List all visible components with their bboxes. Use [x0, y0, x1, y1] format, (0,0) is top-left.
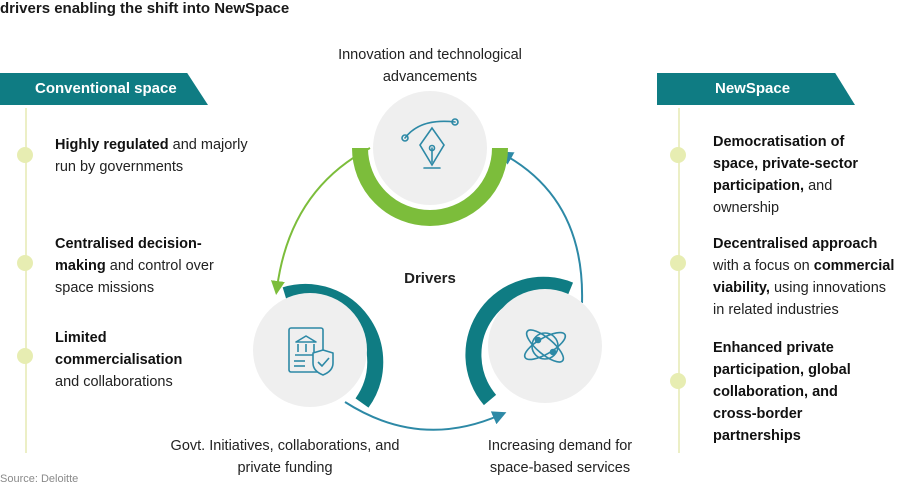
- driver-bottom-left-circle: [253, 293, 367, 407]
- left-item-3-bold: Limited commercialisation: [55, 330, 183, 368]
- atom-network-icon: [523, 329, 567, 363]
- right-item-2-text-2: using innovations in related industries: [713, 280, 887, 318]
- left-item-2-bold: Centralised decision-making: [55, 236, 202, 274]
- left-timeline-line: [25, 108, 27, 453]
- conventional-space-banner: Conventional space: [0, 73, 208, 105]
- right-bullet-1: [670, 147, 686, 163]
- driver-bottom-left-caption: Govt. Initiatives, collaborations, and p…: [170, 438, 400, 476]
- source-note: Source: Deloitte: [0, 473, 79, 485]
- driver-top-node: [352, 91, 508, 226]
- government-document-icon: [288, 327, 334, 376]
- drivers-center-label: Drivers: [404, 270, 456, 287]
- driver-bottom-right-circle: [488, 289, 602, 403]
- left-item-1-bold: Highly regulated: [55, 137, 169, 153]
- right-item-2-bold-2: commercial viability,: [713, 258, 895, 296]
- arrow-top-to-left: [270, 147, 371, 295]
- right-bullet-2: [670, 255, 686, 271]
- right-item-1: Democratisation of space, private-sector…: [713, 131, 878, 219]
- right-item-1-text: and ownership: [713, 178, 833, 216]
- left-item-3-text: and collaborations: [55, 374, 173, 390]
- driver-bottom-left-node: [253, 284, 384, 408]
- left-item-3: Limited commercialisation and collaborat…: [55, 327, 205, 393]
- right-item-3: Enhanced private participation, global c…: [713, 337, 883, 447]
- driver-bottom-right-caption: Increasing demand for space-based servic…: [487, 438, 633, 476]
- left-bullet-1: [17, 147, 33, 163]
- right-item-1-bold: Democratisation of space, private-sector…: [713, 134, 859, 194]
- page-title: drivers enabling the shift into NewSpace: [0, 0, 290, 17]
- left-bullet-2: [17, 255, 33, 271]
- left-bullet-3: [17, 348, 33, 364]
- left-item-1-text: and majorly run by governments: [55, 137, 248, 175]
- left-item-2: Centralised decision-making and control …: [55, 233, 230, 299]
- right-item-2-bold: Decentralised approach: [713, 236, 878, 252]
- right-item-3-bold: Enhanced private participation, global c…: [713, 340, 851, 444]
- pen-tool-icon: [401, 118, 459, 169]
- arrow-right-to-top: [498, 151, 584, 304]
- left-item-2-text: and control over space missions: [55, 258, 214, 296]
- driver-top-caption: Innovation and technological advancement…: [338, 47, 522, 85]
- arrow-left-to-right: [344, 401, 507, 431]
- right-item-2: Decentralised approach with a focus on c…: [713, 233, 898, 321]
- driver-bottom-right-node: [465, 276, 602, 406]
- right-item-2-text: with a focus on: [713, 258, 814, 274]
- right-timeline-line: [678, 108, 680, 453]
- right-bullet-3: [670, 373, 686, 389]
- newspace-banner: NewSpace: [657, 73, 855, 105]
- left-item-1: Highly regulated and majorly run by gove…: [55, 134, 265, 178]
